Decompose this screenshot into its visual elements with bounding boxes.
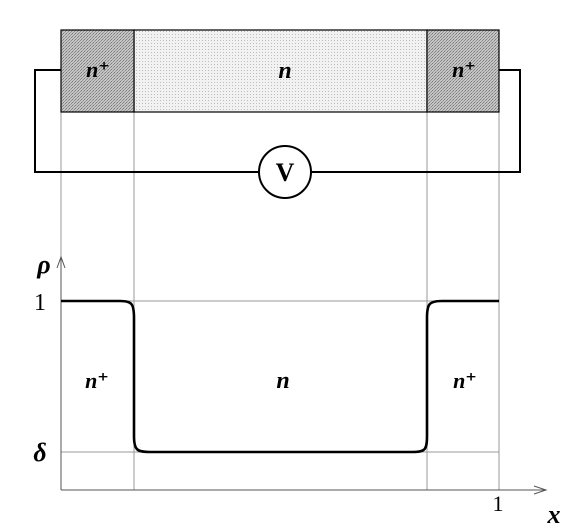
device-bar: n⁺ n n⁺ [60,29,500,113]
region-label-right: n⁺ [453,368,477,393]
plot: ρ x 1 δ 1 n⁺ n n⁺ [33,250,560,529]
right-contact-region [426,29,500,113]
channel-label: n [278,58,291,84]
left-contact-region [60,29,135,113]
voltmeter: V [258,145,312,199]
channel-region [133,29,428,113]
x-axis-label: x [547,500,561,529]
left-contact-label: n⁺ [86,57,110,82]
voltmeter-label: V [276,158,295,187]
y-tick-label-one: 1 [34,290,46,316]
y-axis-arrow [56,255,66,269]
x-axis-arrow [533,485,548,495]
circuit-wire [34,69,521,173]
y-tick-label-delta: δ [33,438,46,467]
voltmeter-circle [258,145,312,199]
y-axis-label: ρ [36,250,50,279]
region-label-left: n⁺ [85,368,109,393]
profile-curve [61,299,499,454]
right-contact-label: n⁺ [452,57,476,82]
region-label-center: n [276,368,289,394]
x-tick-label-one: 1 [493,491,504,516]
